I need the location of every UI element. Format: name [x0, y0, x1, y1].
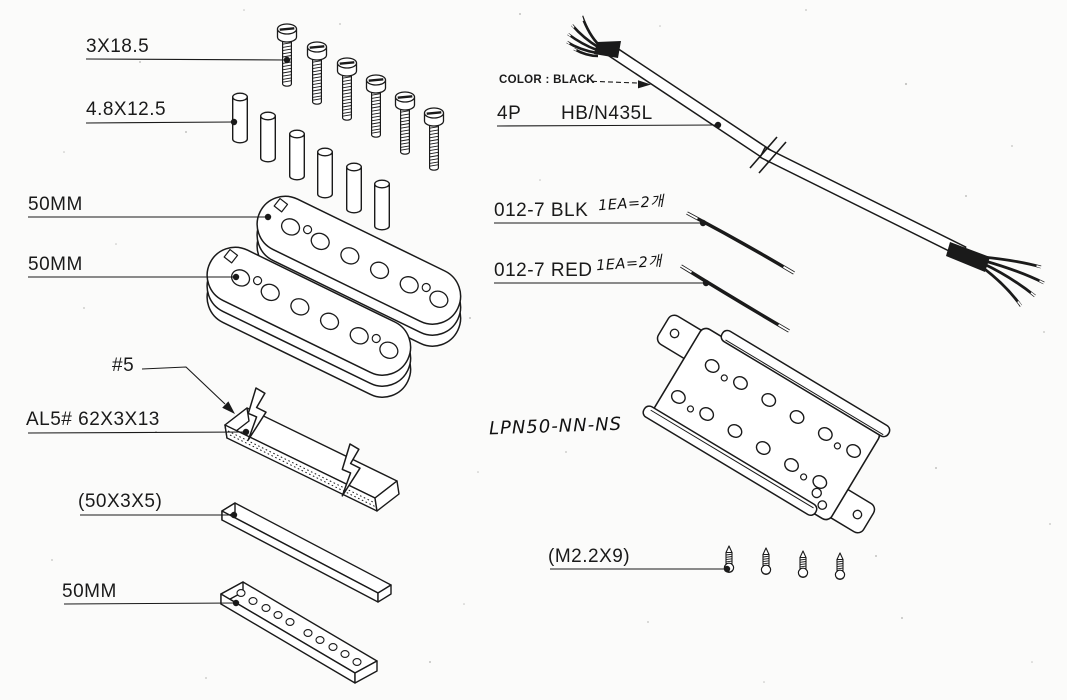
- label-mounting-screws: (M2.2X9): [548, 546, 631, 567]
- magnet-bar-drawing: [224, 387, 400, 512]
- label-slugs: 4.8X12.5: [86, 99, 167, 120]
- label-wire-red: 012-7 RED: [494, 260, 593, 281]
- label-bobbin-bottom: 50MM: [28, 254, 83, 275]
- cable-break-mark: [749, 136, 787, 174]
- baseplate-drawing: [642, 314, 891, 534]
- leader-lines: [27, 56, 731, 607]
- label-pole-screws: 3X18.5: [86, 36, 150, 57]
- label-bobbin-top: 50MM: [28, 194, 83, 215]
- label-cable-part-no: HB/N435L: [561, 103, 653, 124]
- label-keeper-bar: 50MM: [62, 581, 117, 602]
- hookup-cable-drawing: [566, 15, 1045, 307]
- keeper-bar-drawing: [220, 581, 378, 684]
- label-cable-pins: 4P: [497, 103, 522, 124]
- lead-wire-red-drawing: [680, 264, 790, 333]
- label-cable-color: COLOR : BLACK: [499, 74, 595, 86]
- label-magnet-bar: AL5# 62X3X13: [26, 409, 160, 430]
- arrowhead-icon: [222, 401, 235, 414]
- lead-wire-black-drawing: [686, 211, 795, 275]
- spacer-bar-drawing: [221, 502, 392, 603]
- mounting-screws-drawing: [723, 545, 846, 581]
- arrowhead-icon: [638, 80, 651, 89]
- label-magnet-grade: #5: [112, 355, 135, 376]
- paper-speckles: [51, 9, 1051, 683]
- label-wire-black: 012-7 BLK: [494, 200, 589, 221]
- label-spacer-bar: (50X3X5): [78, 491, 163, 512]
